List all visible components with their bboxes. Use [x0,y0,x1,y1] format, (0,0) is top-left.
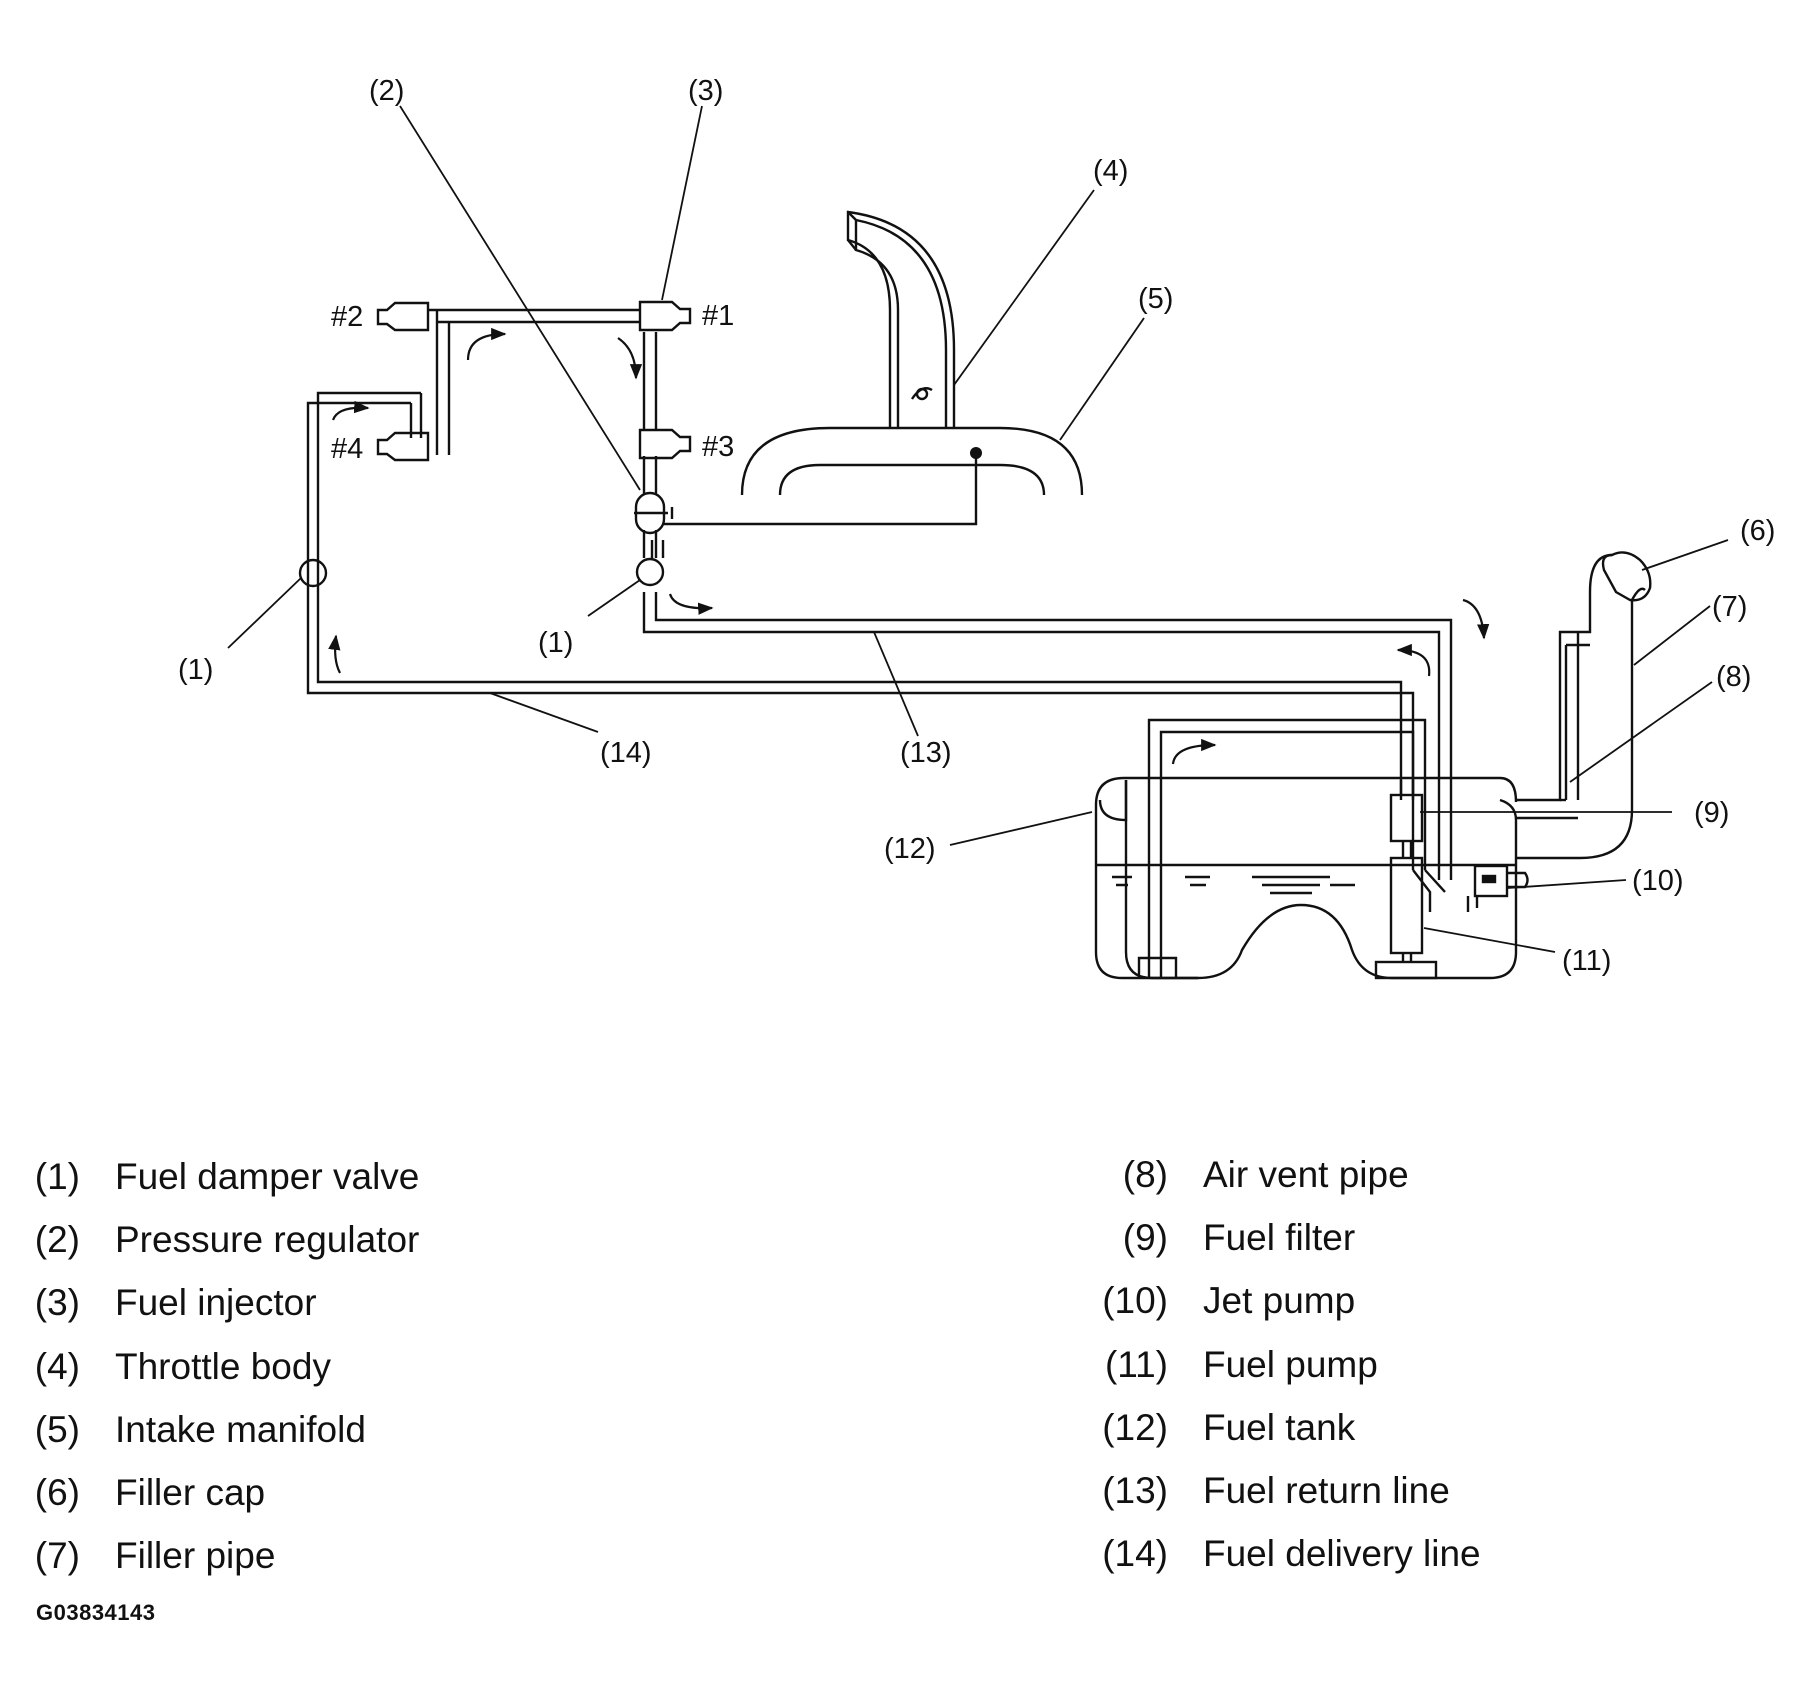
callout-11: (11) [1562,945,1611,977]
fuel-pump [1389,856,1424,955]
callout-2: (2) [369,75,404,107]
cyl-label-1: #1 [702,300,734,332]
callout-1-left: (1) [178,654,213,686]
cyl-label-2: #2 [331,301,363,333]
cyl-label-3: #3 [702,431,734,463]
injector-2 [376,301,430,332]
leader-lines [227,105,1729,953]
intake-manifold [740,426,1084,496]
fuel-damper-valve-left [298,558,328,588]
callout-13: (13) [900,737,952,769]
callout-6: (6) [1740,515,1775,547]
fuel-damper-valve-mid [635,557,665,587]
filler-cap [1601,551,1652,602]
jet-pump [1466,864,1529,912]
callout-10: (10) [1632,865,1684,897]
flow-arrows [328,327,1490,765]
fuel-filter [1389,793,1424,843]
callout-1-mid: (1) [538,627,573,659]
fuel-return-line [642,592,1453,880]
throttle-body [846,210,956,427]
fuel-rail [428,308,665,558]
callout-8: (8) [1716,661,1751,693]
callout-7: (7) [1712,591,1747,623]
callout-14: (14) [600,737,652,769]
callout-12: (12) [884,833,936,865]
callout-3: (3) [688,75,723,107]
callout-4: (4) [1093,155,1128,187]
jet-pump-pipe [1147,718,1446,978]
callout-9: (9) [1694,797,1729,829]
fuel-delivery-line [306,310,1415,800]
fuel-tank [1094,776,1518,980]
injector-3 [638,428,692,460]
injector-1 [638,300,692,332]
vacuum-hose [663,453,978,526]
injector-4 [376,431,430,462]
cyl-label-4: #4 [331,433,363,465]
callout-5: (5) [1138,283,1173,315]
figure-code: G03834143 [36,1600,156,1625]
